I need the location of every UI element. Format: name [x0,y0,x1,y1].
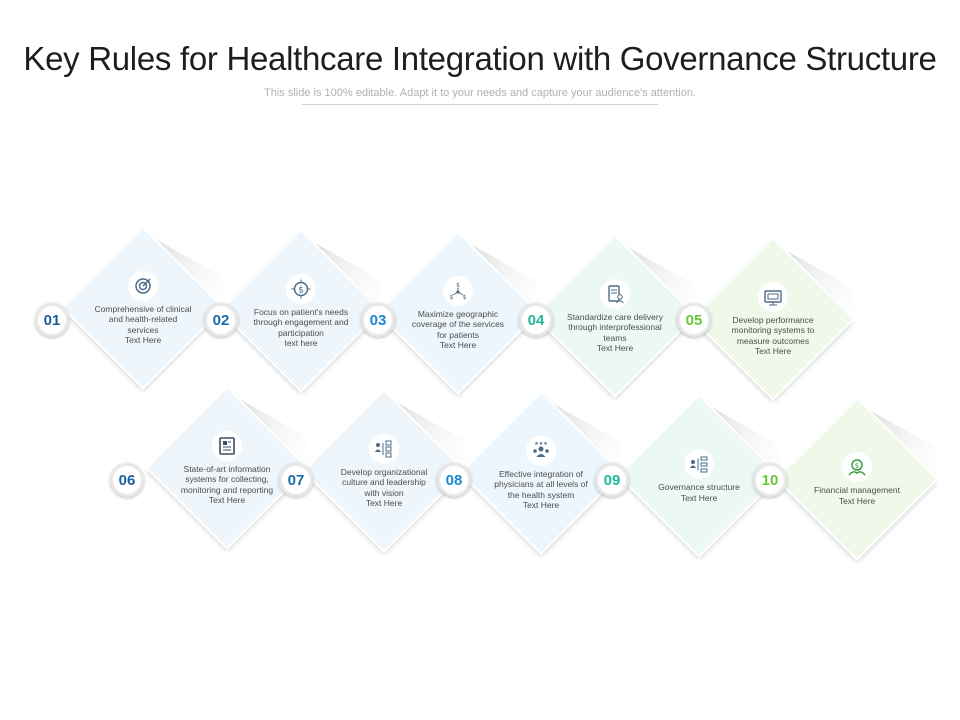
card-description: Effective integration of physicians at a… [494,468,588,500]
card-content: $ Focus on patient's needs through engage… [251,261,351,361]
dollar-target-icon: $ [286,273,316,304]
card-content: $$$Maximize geographic coverage of the s… [408,263,508,363]
slide-title: Key Rules for Healthcare Integration wit… [23,40,937,77]
card-text: State-of-art information systems for col… [177,464,277,506]
hierarchy-icon [684,449,714,479]
card-content: Develop performance monitoring systems t… [723,269,823,369]
svg-text:$: $ [298,285,304,295]
step-number-01: 01 [35,303,69,337]
rule-card-05: Develop performance monitoring systems t… [683,229,863,409]
card-text: Maximize geographic coverage of the serv… [408,309,508,351]
step-number-05: 05 [677,303,711,337]
card-description: Maximize geographic coverage of the serv… [411,308,505,340]
rule-card-07: Develop organizational culture and leade… [294,381,474,561]
rule-card-01: Comprehensive of clinical and health-rel… [53,218,233,398]
card-text: Develop organizational culture and leade… [334,467,434,509]
card-placeholder: Text Here [439,340,477,350]
card-description: Develop performance monitoring systems t… [731,314,815,346]
card-placeholder: Text Here [754,346,792,356]
step-number-07: 07 [279,463,313,497]
target-icon [128,270,158,301]
subtitle-divider [302,104,658,105]
svg-text:$: $ [855,462,859,470]
document-icon [212,430,242,461]
rule-card-06: State-of-art information systems for col… [137,378,317,558]
rule-card-03: $$$Maximize geographic coverage of the s… [368,223,548,403]
card-content: Comprehensive of clinical and health-rel… [93,258,193,358]
rule-card-02: $ Focus on patient's needs through engage… [211,221,391,401]
card-placeholder: Text Here [522,500,560,510]
card-description: Comprehensive of clinical and health-rel… [94,303,192,335]
card-placeholder: Text Here [680,492,718,503]
card-description: State-of-art information systems for col… [180,463,274,495]
step-number-09: 09 [595,463,629,497]
card-content: ★★★ Effective integration of physicians a… [491,423,591,523]
card-description: Financial management [814,485,900,495]
svg-text:★★★: ★★★ [534,441,548,447]
card-placeholder: text here [284,338,318,348]
card-text: Develop performance monitoring systems t… [723,315,823,357]
svg-text:$: $ [456,282,460,289]
card-text: Focus on patient's needs through engagem… [251,307,351,349]
money-hand-icon: $ [842,452,872,482]
card-text: Effective integration of physicians at a… [491,469,591,511]
step-number-08: 08 [437,463,471,497]
step-number-03: 03 [361,303,395,337]
card-content: Develop organizational culture and leade… [334,421,434,521]
step-number-10: 10 [753,463,787,497]
card-description: Standardize care delivery through interp… [567,311,663,343]
team-icon: ★★★ [526,435,556,466]
card-placeholder: Text Here [208,495,246,505]
svg-text:$: $ [450,294,454,301]
clipboard-user-icon [600,278,630,309]
svg-text:$: $ [463,294,467,301]
card-content: Standardize care delivery through interp… [565,266,665,366]
money-network-icon: $$$ [443,275,473,306]
rule-card-04: Standardize care delivery through interp… [525,226,705,406]
slide-subtitle: This slide is 100% editable. Adapt it to… [264,87,696,99]
card-description: Develop organizational culture and leade… [340,466,428,498]
card-placeholder: Text Here [365,498,403,508]
step-number-06: 06 [110,463,144,497]
card-placeholder: Text Here [596,343,634,353]
card-text: Comprehensive of clinical and health-rel… [93,304,193,346]
card-text: Standardize care delivery through interp… [565,312,665,354]
org-chart-icon [369,433,399,464]
card-placeholder: Text Here [838,495,876,506]
card-content: State-of-art information systems for col… [177,418,277,518]
card-placeholder: Text Here [124,335,162,345]
card-description: Governance structure [658,482,740,492]
card-description: Focus on patient's needs through engagem… [253,306,349,338]
monitor-icon [758,281,788,312]
step-number-02: 02 [204,303,238,337]
step-number-04: 04 [519,303,553,337]
